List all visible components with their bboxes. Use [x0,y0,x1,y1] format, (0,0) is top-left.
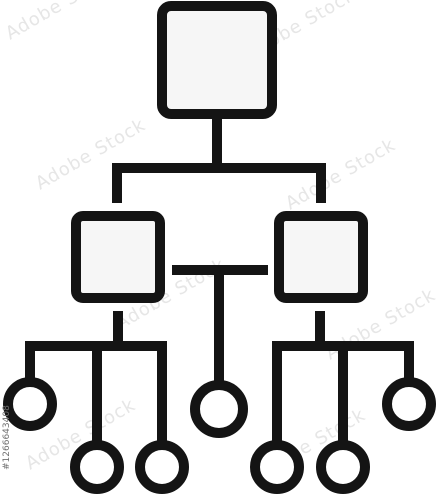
left-leaf-node-3 [135,440,189,494]
right-leaf-node-1 [250,440,304,494]
left-leaf-node-1 [3,377,57,431]
watermark-text: Adobe Stock [2,0,119,44]
stock-id-label: #1266643408 [2,405,12,470]
left-leaf-node-2 [70,440,124,494]
org-chart-icon [3,1,436,494]
watermark-text: Adobe Stock [282,134,399,214]
center-leaf-node [190,380,248,438]
left-node-box [71,211,165,303]
top-node-box [157,1,277,119]
right-leaf-node-2 [316,440,370,494]
watermark-text: Adobe Stock [32,114,149,194]
right-node-box [274,211,368,303]
right-leaf-node-3 [382,377,436,431]
